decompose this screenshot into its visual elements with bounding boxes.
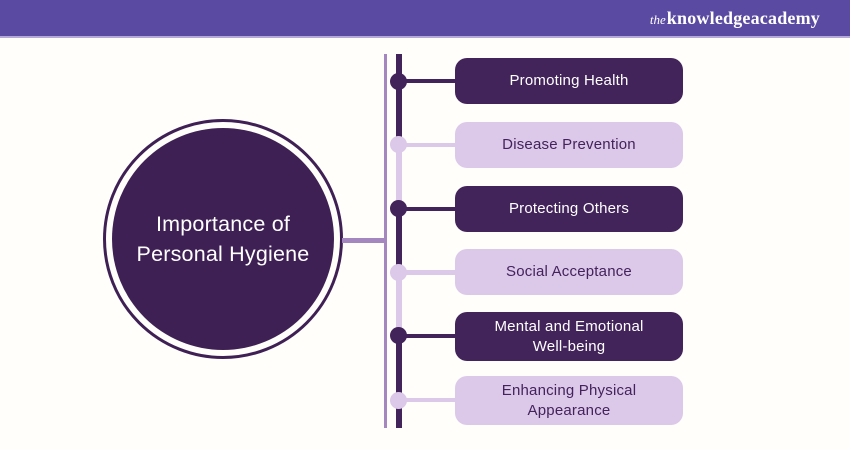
spine-light-segment xyxy=(395,272,402,336)
node-dot-mental-wellbeing xyxy=(390,327,407,344)
item-box-mental-wellbeing: Mental and Emotional Well-being xyxy=(455,312,683,361)
item-label: Mental and Emotional Well-being xyxy=(494,318,644,355)
node-dot-social-acceptance xyxy=(390,263,407,281)
item-label: Disease Prevention xyxy=(502,136,636,154)
logo-the: the xyxy=(649,11,666,27)
top-banner: theknowledgeacademy xyxy=(0,0,850,38)
spine-line-thick xyxy=(395,54,402,428)
central-topic-circle-fill: Importance of Personal Hygiene xyxy=(112,128,334,350)
item-box-disease-prevention: Disease Prevention xyxy=(455,122,683,168)
spine-light-segment xyxy=(395,144,402,209)
spine-line-thin xyxy=(383,54,387,428)
diagram-title: Importance of Personal Hygiene xyxy=(136,211,310,266)
item-box-social-acceptance: Social Acceptance xyxy=(455,249,683,295)
logo-knowledge: knowledge xyxy=(666,7,751,28)
node-dot-promoting-health xyxy=(390,72,407,90)
node-dot-protecting-others xyxy=(390,200,407,217)
branch-line-disease-prevention xyxy=(398,142,455,147)
branch-line-social-acceptance xyxy=(398,270,455,275)
item-box-protecting-others: Protecting Others xyxy=(455,186,683,232)
branch-line-mental-wellbeing xyxy=(398,333,455,338)
knowledge-academy-logo: theknowledgeacademy xyxy=(650,8,820,29)
item-box-promoting-health: Promoting Health xyxy=(455,58,683,104)
item-box-physical-appearance: Enhancing Physical Appearance xyxy=(455,376,683,425)
branch-line-physical-appearance xyxy=(398,397,455,402)
branch-line-protecting-others xyxy=(398,206,455,211)
central-topic-circle: Importance of Personal Hygiene xyxy=(103,119,343,359)
node-dot-disease-prevention xyxy=(390,136,407,153)
circle-to-spine-connector xyxy=(342,238,385,243)
item-label: Social Acceptance xyxy=(506,263,632,281)
node-dot-physical-appearance xyxy=(390,391,407,409)
item-label: Promoting Health xyxy=(509,72,629,90)
logo-academy: academy xyxy=(750,7,820,28)
item-label: Protecting Others xyxy=(508,200,630,218)
branch-line-promoting-health xyxy=(398,78,455,83)
item-label: Enhancing Physical Appearance xyxy=(501,382,637,419)
